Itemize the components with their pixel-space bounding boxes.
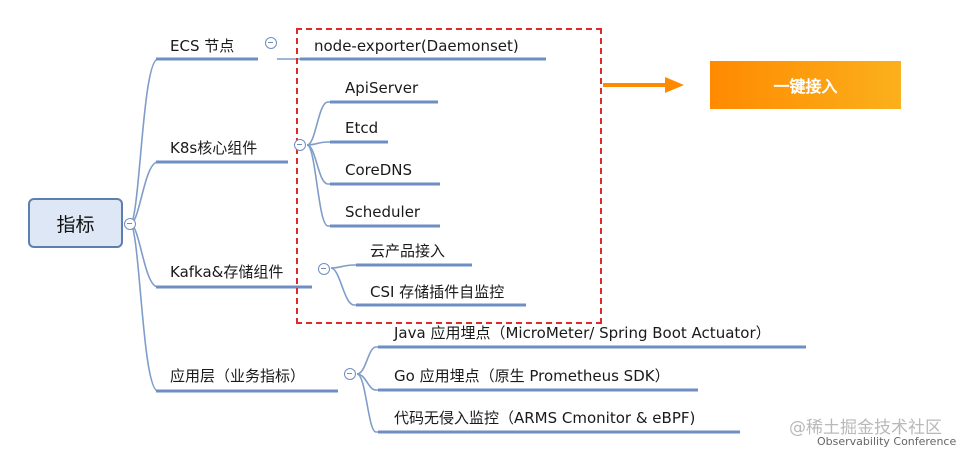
- collapse-root-icon[interactable]: [124, 218, 136, 230]
- one-click-access-label: 一键接入: [773, 77, 838, 96]
- leaf-label-apiserver[interactable]: ApiServer: [345, 79, 419, 97]
- branch-label-app[interactable]: 应用层（业务指标）: [170, 367, 306, 385]
- connector-k8s-apiserver: [306, 101, 333, 146]
- leaf-label-arms[interactable]: 代码无侵入监控（ARMS Cmonitor & eBPF): [394, 409, 696, 427]
- leaf-label-coredns[interactable]: CoreDNS: [345, 161, 413, 179]
- watermark-juejin: @稀土掘金技术社区: [789, 418, 942, 438]
- leaf-label-go[interactable]: Go 应用埋点（原生 Prometheus SDK）: [394, 367, 670, 385]
- leaf-label-csi[interactable]: CSI 存储插件自监控: [370, 283, 505, 301]
- collapse-app-icon[interactable]: [344, 368, 356, 380]
- leaf-label-node-exporter[interactable]: node-exporter(Daemonset): [314, 37, 519, 55]
- connector-root-ecs: [129, 58, 165, 225]
- leaf-label-scheduler[interactable]: Scheduler: [345, 203, 421, 221]
- branch-label-k8s[interactable]: K8s核心组件: [170, 139, 258, 157]
- branch-label-ecs[interactable]: ECS 节点: [170, 37, 235, 55]
- highlight-dashed-frame: [296, 28, 602, 324]
- connector-root-kafka: [129, 223, 165, 288]
- connector-root-app: [129, 223, 165, 392]
- arrow-right-icon: [603, 77, 684, 93]
- connector-app-java: [356, 346, 382, 375]
- collapse-kafka-icon[interactable]: [318, 263, 330, 275]
- connector-kafka-csi: [330, 267, 360, 306]
- collapse-ecs-icon[interactable]: [265, 37, 277, 49]
- leaf-label-cloud-product[interactable]: 云产品接入: [370, 242, 446, 260]
- connector-root-k8s: [129, 161, 165, 225]
- one-click-access-button[interactable]: 一键接入: [710, 61, 901, 109]
- connector-k8s-etcd: [306, 141, 333, 146]
- connector-app-arms: [356, 373, 382, 433]
- connector-k8s-scheduler: [306, 144, 333, 227]
- collapse-k8s-icon[interactable]: [294, 139, 306, 151]
- root-node-label: 指标: [56, 213, 95, 236]
- leaf-label-etcd[interactable]: Etcd: [345, 119, 379, 137]
- branch-label-kafka[interactable]: Kafka&存储组件: [170, 263, 284, 281]
- leaf-label-java[interactable]: Java 应用埋点（MicroMeter/ Spring Boot Actuat…: [394, 324, 771, 342]
- connector-kafka-cloud: [330, 264, 360, 269]
- watermark-conference: Observability Conference: [817, 435, 957, 448]
- root-node[interactable]: 指标: [28, 198, 123, 248]
